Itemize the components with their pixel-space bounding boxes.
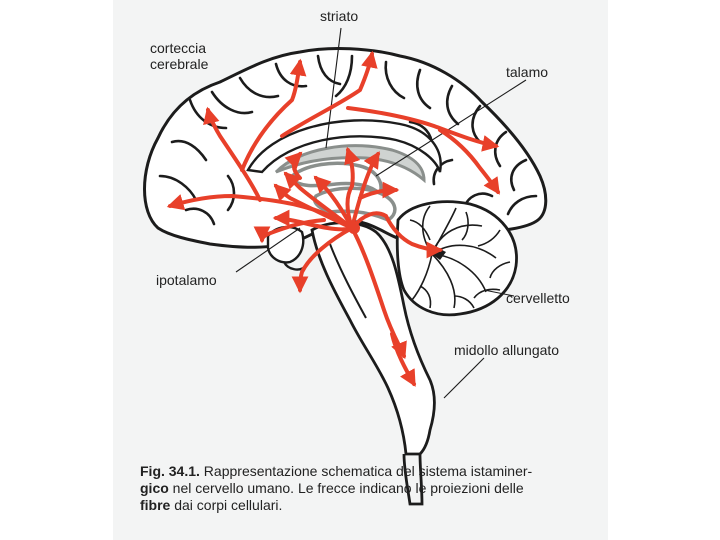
label-talamo: talamo: [506, 64, 548, 80]
label-corteccia-line2: cerebrale: [150, 56, 208, 72]
label-midollo-allungato: midollo allungato: [454, 342, 559, 358]
caption-line-2: gico nel cervello umano. Le frecce indic…: [140, 480, 600, 497]
figure-caption: Fig. 34.1. Rappresentazione schematica d…: [140, 463, 600, 514]
label-cervelletto: cervelletto: [506, 290, 570, 306]
caption-line-3: fibre dai corpi cellulari.: [140, 497, 600, 514]
label-corteccia-line1: corteccia: [150, 40, 206, 56]
label-striato: striato: [320, 8, 358, 24]
label-ipotalamo: ipotalamo: [156, 272, 217, 288]
caption-bold-3: fibre: [140, 497, 170, 513]
caption-text-1: Rappresentazione schematica del sistema …: [200, 463, 532, 479]
tuberomammillary-nucleus: [348, 222, 360, 234]
caption-bold-2: gico: [140, 480, 169, 496]
caption-line-1: Fig. 34.1. Rappresentazione schematica d…: [140, 463, 600, 480]
cerebellum: [397, 202, 516, 315]
caption-text-3: dai corpi cellulari.: [170, 497, 282, 513]
caption-text-2: nel cervello umano. Le frecce indicano l…: [169, 480, 524, 496]
caption-fig-label: Fig. 34.1.: [140, 463, 200, 479]
